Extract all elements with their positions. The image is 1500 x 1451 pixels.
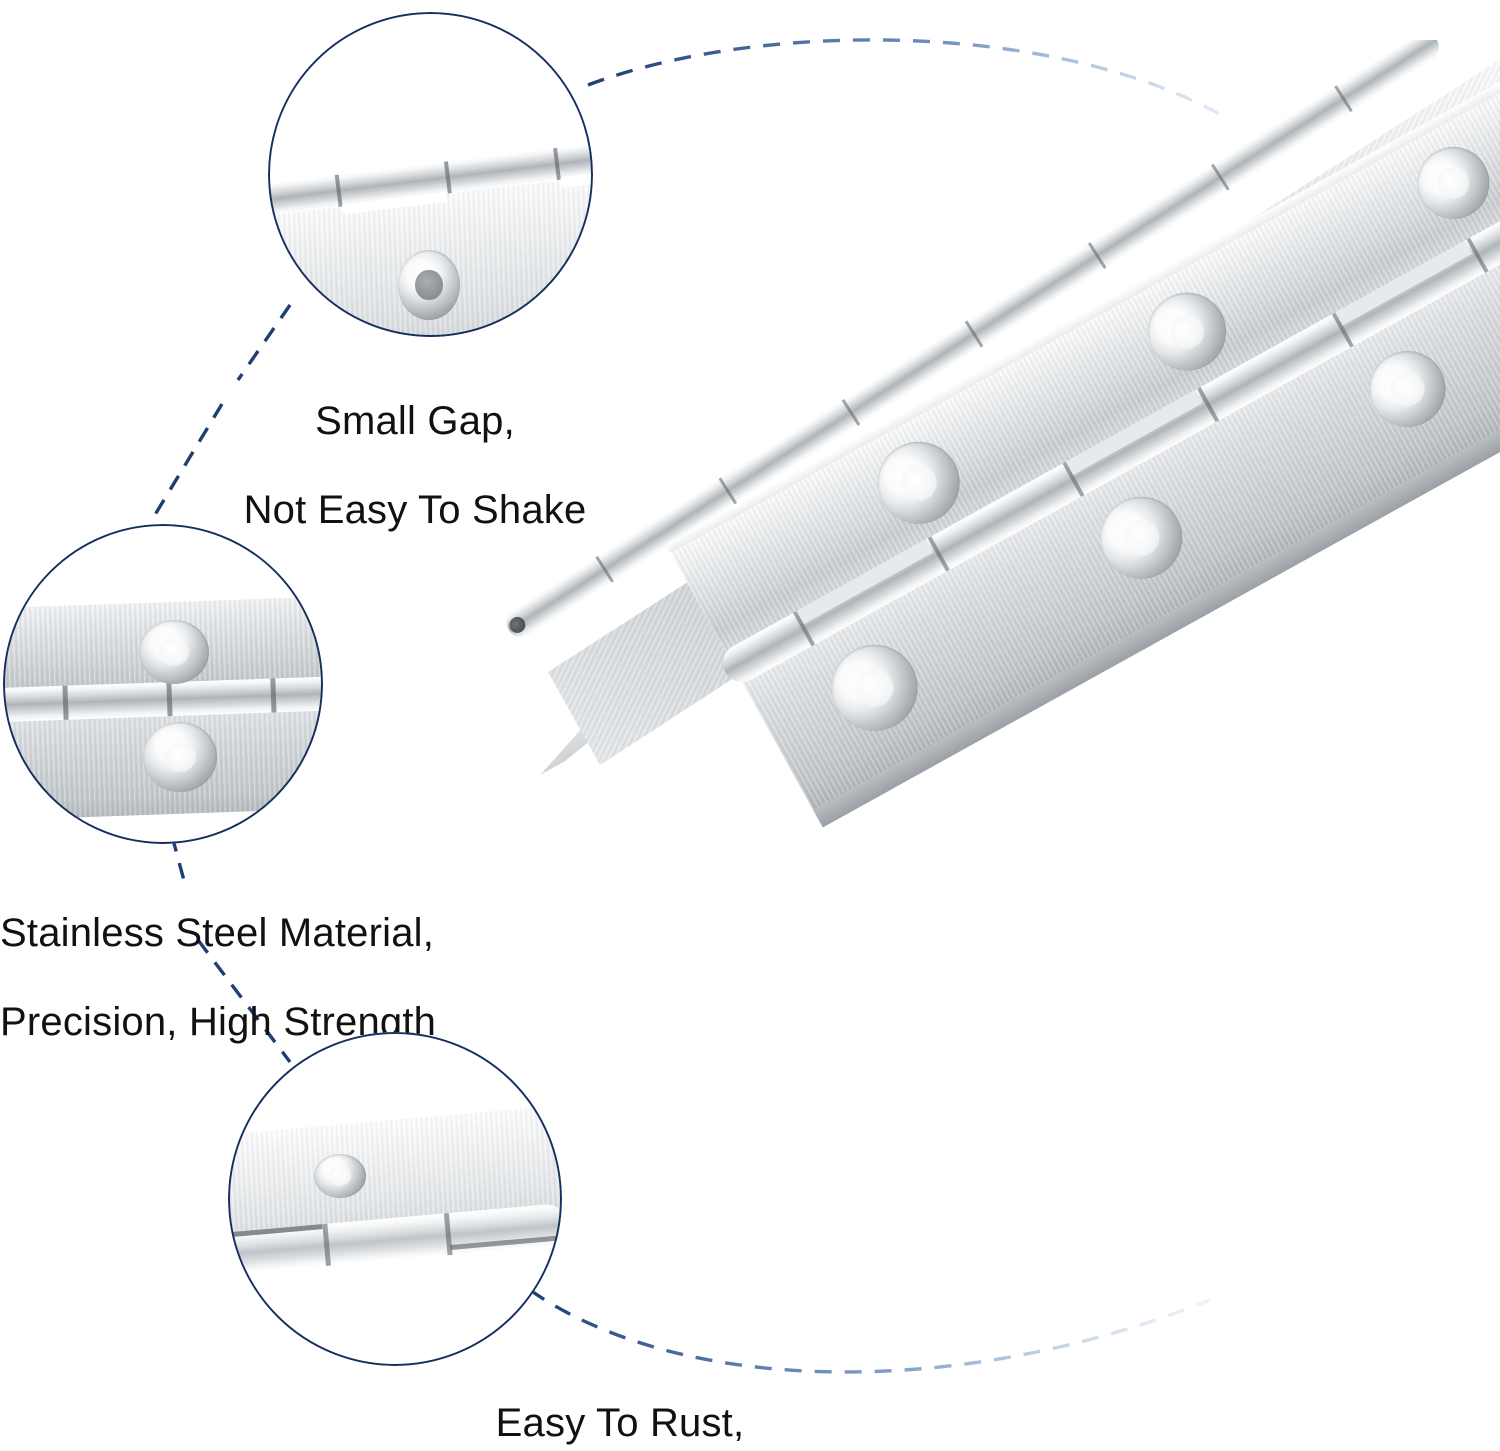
knuckle-notch	[560, 164, 593, 188]
knuckle-notch	[450, 1234, 562, 1250]
screw-hole	[314, 1154, 366, 1198]
caption-corrosion-resistant: Easy To Rust, Corrosion Resistant	[360, 1356, 880, 1451]
screw-hole	[143, 722, 217, 792]
caption-line-1: Small Gap,	[315, 398, 515, 443]
flat-hinge	[590, 40, 1500, 1200]
caption-stainless-steel: Stainless Steel Material, Precision, Hig…	[0, 866, 520, 1090]
hinge-angled-closeup-icon	[228, 1032, 562, 1366]
caption-line-2: Precision, High Strength	[0, 1000, 437, 1045]
caption-line-1: Easy To Rust,	[495, 1400, 745, 1445]
hinge-knuckle-closeup-icon	[268, 12, 593, 337]
caption-small-gap: Small Gap, Not Easy To Shake	[190, 354, 640, 578]
screw-hole	[139, 620, 209, 684]
callout-corrosion-resistant[interactable]	[228, 1032, 562, 1366]
screw-hole	[398, 250, 460, 320]
callout-small-gap[interactable]	[268, 12, 593, 337]
callout-stainless-steel[interactable]	[3, 524, 323, 844]
hinge-flat-plate-closeup-icon	[3, 524, 323, 844]
caption-line-1: Stainless Steel Material,	[0, 910, 435, 955]
product-image	[470, 40, 1500, 1200]
caption-line-2: Not Easy To Shake	[243, 488, 587, 533]
